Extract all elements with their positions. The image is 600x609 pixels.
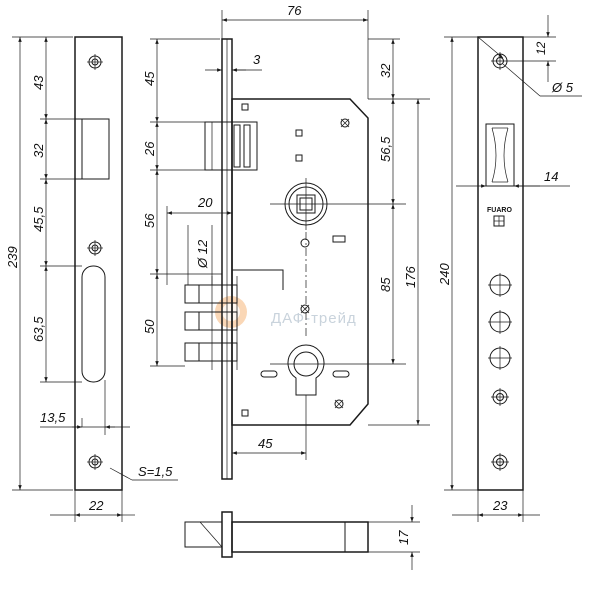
spindle-hub — [270, 178, 406, 230]
watermark-text: ДАФ-трейд — [271, 310, 357, 327]
body-screw-mid — [300, 304, 310, 314]
dim-faceplate-gap: 3 — [253, 52, 261, 67]
lock-body-dimensions: 76 3 45 26 56 50 20 Ø 12 32 56,5 — [142, 3, 430, 460]
strike-bolt-hole-2 — [488, 310, 512, 334]
dim-plate-width: 22 — [88, 498, 104, 513]
watermark: ДАФ-трейд — [215, 296, 357, 328]
dim-plate-top-to-latch: 43 — [31, 75, 46, 90]
body-screw-top — [340, 118, 350, 128]
faceplate-dimensions: 239 43 32 45,5 63,5 13,5 22 S=1,5 — [5, 36, 178, 522]
dim-strike-width: 23 — [492, 498, 508, 513]
dim-body-latch-right: 56,5 — [378, 136, 393, 162]
dim-strike-hole-diameter: Ø 5 — [551, 80, 574, 95]
body-screw-bottom — [334, 399, 344, 409]
strike-plate-dimensions: 12 Ø 5 14 240 23 — [437, 15, 582, 522]
dim-bottom-thickness: 17 — [396, 530, 411, 545]
strike-latch-opening — [485, 123, 515, 187]
dim-strike-height: 240 — [437, 263, 452, 286]
strike-bolt-hole-1 — [488, 273, 512, 297]
dim-plate-latch-to-screw: 45,5 — [31, 206, 46, 232]
faceplate-front-view — [74, 36, 123, 491]
strike-bolt-hole-3 — [488, 346, 512, 370]
brand-label: FUARO — [487, 207, 512, 214]
dim-strike-top-hole: 12 — [534, 41, 548, 55]
screw-hole-bottom — [87, 454, 103, 470]
dim-spindle-to-cylinder: 85 — [378, 277, 393, 292]
dim-plate-slot-height: 63,5 — [31, 316, 46, 342]
dim-body-latch-height: 26 — [142, 141, 157, 157]
dim-spindle-diameter: Ø 12 — [195, 239, 210, 269]
dim-backset: 45 — [258, 436, 273, 451]
dim-spindle-offset: 20 — [197, 195, 213, 210]
dim-body-height: 176 — [403, 266, 418, 288]
screw-hole-top — [87, 54, 103, 70]
lock-body-bottom-view: 17 — [184, 505, 420, 570]
cylinder-cutout — [270, 344, 406, 396]
dim-body-width: 76 — [287, 3, 302, 18]
strike-hole-middle — [491, 388, 509, 406]
dim-body-latch-to-spindle: 56 — [142, 213, 157, 228]
strike-plate-view: FUARO — [477, 36, 524, 491]
dim-body-top-right: 32 — [378, 63, 393, 78]
dim-bolt-span: 50 — [142, 319, 157, 334]
dim-plate-slot-offset: 13,5 — [40, 410, 66, 425]
dim-plate-thickness: S=1,5 — [138, 464, 173, 479]
lock-body-side-view — [184, 38, 406, 480]
dim-plate-total-height: 239 — [5, 246, 20, 269]
strike-hole-bottom — [491, 453, 509, 471]
dim-strike-opening-width: 14 — [544, 169, 558, 184]
dim-plate-latch-height: 32 — [31, 143, 46, 158]
screw-hole-middle — [87, 240, 103, 256]
dim-body-top-offset: 45 — [142, 71, 157, 86]
